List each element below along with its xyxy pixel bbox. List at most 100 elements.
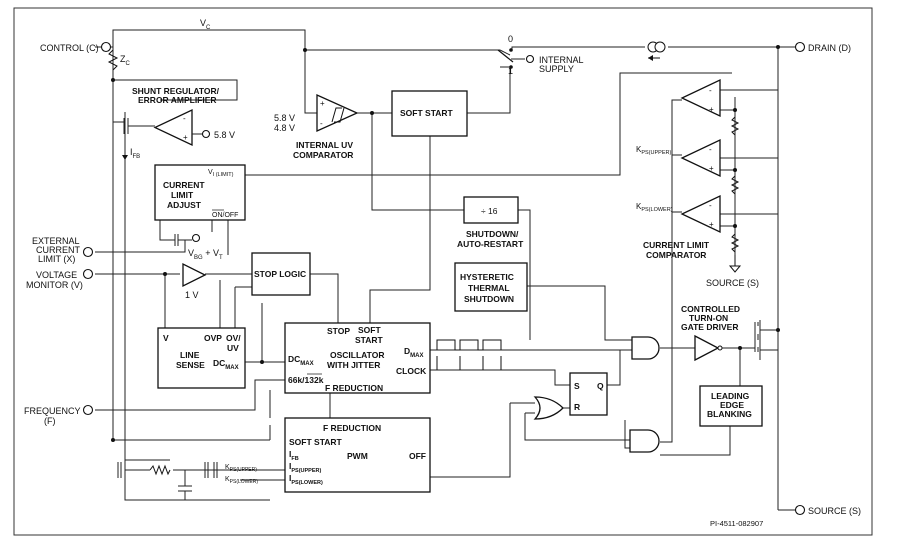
label-osc-dmax: DMAX bbox=[404, 346, 423, 359]
svg-text:-: - bbox=[709, 201, 712, 210]
net-5v8-uv: 5.8 V bbox=[274, 113, 295, 123]
label-cl-comp-2: COMPARATOR bbox=[646, 250, 706, 260]
voltage-monitor-buffer bbox=[182, 262, 207, 288]
label-shutdown-1: SHUTDOWN/ bbox=[466, 229, 519, 239]
thermal-shutdown-block bbox=[454, 262, 528, 312]
current-source-symbol bbox=[647, 41, 666, 61]
label-vm-1: VOLTAGE bbox=[36, 270, 77, 280]
pin-control bbox=[100, 41, 112, 53]
cla-mosfet bbox=[174, 234, 192, 246]
label-sr-s: S bbox=[574, 381, 580, 391]
or-gate bbox=[533, 396, 564, 420]
label-uv-2: COMPARATOR bbox=[293, 150, 353, 160]
label-ls-ovp: OVP bbox=[204, 333, 222, 343]
label-drain: DRAIN (D) bbox=[808, 43, 851, 53]
sr-latch bbox=[569, 372, 608, 416]
label-osc-title-1: OSCILLATOR bbox=[330, 350, 384, 360]
label-pwm-title: F REDUCTION bbox=[323, 423, 381, 433]
oscillator-block bbox=[284, 322, 431, 394]
label-div16: ÷ 16 bbox=[481, 206, 498, 216]
label-ext-2: CURRENT bbox=[36, 245, 81, 255]
label-ls-1: LINE bbox=[180, 350, 200, 360]
label-osc-fred: F REDUCTION bbox=[325, 383, 383, 393]
line-sense-block bbox=[157, 327, 246, 389]
label-osc-title-2: WITH JITTER bbox=[327, 360, 380, 370]
label-leb-1: LEADING bbox=[711, 391, 750, 401]
shunt-regulator-amp: - + bbox=[153, 108, 202, 147]
label-gd-1: CONTROLLED bbox=[681, 304, 740, 314]
net-switch-0: 0 bbox=[508, 34, 513, 44]
label-internal-supply-1: INTERNAL bbox=[539, 55, 584, 65]
label-cla-vi: VI (LIMIT) bbox=[208, 169, 234, 178]
current-limit-adjust-block bbox=[154, 164, 246, 221]
label-gd-3: GATE DRIVER bbox=[681, 322, 738, 332]
svg-text:-: - bbox=[709, 145, 712, 154]
label-osc-dcmax: DCMAX bbox=[288, 354, 314, 367]
label-ls-ovuv-2: UV bbox=[227, 343, 239, 353]
net-vbg: VBG + VT bbox=[188, 248, 223, 261]
label-ext-3: LIMIT (X) bbox=[38, 254, 75, 264]
svg-text:+: + bbox=[320, 99, 325, 108]
label-kps-l2: KPS(LOWER) bbox=[225, 476, 258, 485]
label-leb-2: EDGE bbox=[720, 400, 744, 410]
label-ls-ovuv-1: OV/ bbox=[226, 333, 241, 343]
label-shunt-2: ERROR AMPLIFIER bbox=[138, 95, 217, 105]
label-hts-2: THERMAL bbox=[468, 283, 510, 293]
net-zc: ZC bbox=[120, 54, 131, 67]
pin-drain bbox=[794, 41, 806, 53]
svg-text:-: - bbox=[709, 86, 712, 95]
label-ext-1: EXTERNAL bbox=[32, 236, 80, 246]
label-control: CONTROL (C) bbox=[40, 43, 99, 53]
leading-edge-blanking-block bbox=[699, 385, 763, 427]
label-osc-soft-1: SOFT bbox=[358, 325, 381, 335]
pin-5v8-ref bbox=[201, 129, 211, 139]
label-cla-onoff: ON/OFF bbox=[212, 212, 238, 219]
label-source-right: SOURCE (S) bbox=[706, 278, 759, 288]
label-cl-comp-1: CURRENT LIMIT bbox=[643, 240, 710, 250]
svg-text:+: + bbox=[183, 133, 188, 142]
label-ls-2: SENSE bbox=[176, 360, 205, 370]
pin-frequency bbox=[82, 404, 94, 416]
pin-source bbox=[794, 504, 806, 516]
rc-network bbox=[117, 462, 220, 500]
label-gd-2: TURN-ON bbox=[689, 313, 728, 323]
net-ifb: IFB bbox=[130, 147, 140, 160]
net-5v8-shunt: 5.8 V bbox=[214, 130, 235, 140]
label-osc-stop: STOP bbox=[327, 326, 350, 336]
label-sr-r: R bbox=[574, 402, 580, 412]
label-hts-3: SHUTDOWN bbox=[464, 294, 514, 304]
waveform-dmax bbox=[436, 339, 502, 351]
svg-text:+: + bbox=[709, 220, 714, 229]
label-osc-soft-2: START bbox=[355, 335, 384, 345]
and-gate-blank bbox=[629, 429, 660, 453]
label-kps-upper: KPS(UPPER) bbox=[636, 145, 671, 156]
label-freq-2: (F) bbox=[44, 416, 56, 426]
current-limit-comparators: - + - + - + bbox=[680, 78, 742, 273]
pin-vbg bbox=[191, 233, 201, 243]
label-cla-1: CURRENT bbox=[163, 180, 205, 190]
net-vc: VC bbox=[200, 18, 211, 31]
label-pwm-ipsu: IPS(UPPER) bbox=[289, 461, 321, 474]
label-osc-clock: CLOCK bbox=[396, 366, 427, 376]
junction-dots bbox=[111, 45, 780, 442]
label-shunt-1: SHUNT REGULATOR/ bbox=[132, 86, 220, 96]
label-vm-2: MONITOR (V) bbox=[26, 280, 83, 290]
stop-logic-block bbox=[251, 252, 311, 296]
and-gate-main bbox=[631, 336, 660, 360]
label-osc-freq: 66k/132k bbox=[288, 375, 324, 385]
uv-comparator: + - bbox=[316, 93, 359, 133]
svg-text:-: - bbox=[183, 114, 186, 123]
label-soft-start: SOFT START bbox=[400, 108, 454, 118]
label-ls-v: V bbox=[163, 333, 169, 343]
svg-text:+: + bbox=[709, 164, 714, 173]
label-uv-1: INTERNAL UV bbox=[296, 140, 353, 150]
label-hts-1: HYSTERETIC bbox=[460, 272, 514, 282]
part-id: PI-4511-082907 bbox=[710, 519, 763, 528]
label-source-bottom: SOURCE (S) bbox=[808, 506, 861, 516]
label-shutdown-2: AUTO-RESTART bbox=[457, 239, 524, 249]
label-pwm-ss: SOFT START bbox=[289, 437, 343, 447]
label-cla-3: ADJUST bbox=[167, 200, 202, 210]
net-switch-1: 1 bbox=[508, 66, 513, 76]
label-internal-supply-2: SUPPLY bbox=[539, 64, 574, 74]
soft-start-block bbox=[391, 90, 468, 137]
